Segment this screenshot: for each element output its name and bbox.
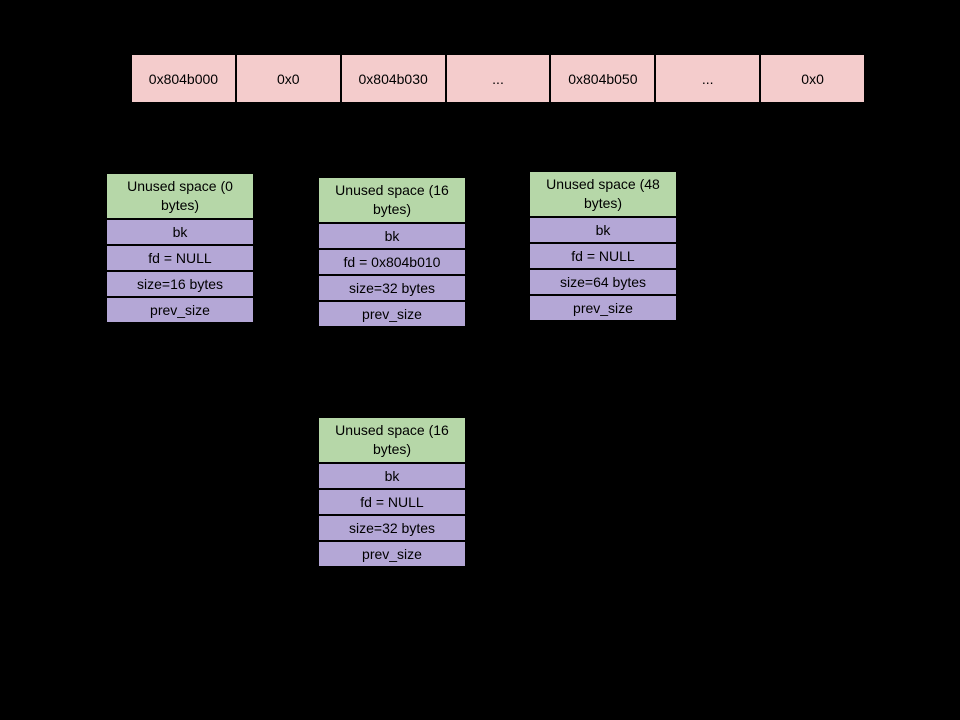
heap-pointer-cell: 0x0: [234, 53, 342, 104]
chunk-field-row: fd = NULL: [317, 488, 467, 516]
chunk-field-row: fd = 0x804b010: [317, 248, 467, 276]
chunk-field-row: size=32 bytes: [317, 274, 467, 302]
heap-pointer-cell: 0x0: [759, 53, 867, 104]
chunk-field-row: prev_size: [528, 294, 678, 322]
chunk-field-row: size=64 bytes: [528, 268, 678, 296]
chunk-unused-space-label: Unused space (48 bytes): [528, 170, 678, 218]
heap-pointer-cell: ...: [654, 53, 762, 104]
chunk-unused-space-label: Unused space (16 bytes): [317, 176, 467, 224]
chunk-field-row: fd = NULL: [528, 242, 678, 270]
chunk-field-row: bk: [105, 218, 255, 246]
chunk-field-row: bk: [317, 222, 467, 250]
chunk-unused-space-label: Unused space (0 bytes): [105, 172, 255, 220]
chunk-field-row: size=32 bytes: [317, 514, 467, 542]
heap-pointer-cell: 0x804b000: [130, 53, 237, 104]
chunk-field-row: prev_size: [105, 296, 255, 324]
heap-pointer-cell: 0x804b030: [339, 53, 447, 104]
chunk-field-row: bk: [528, 216, 678, 244]
chunk-unused-space-label: Unused space (16 bytes): [317, 416, 467, 464]
chunk-field-row: prev_size: [317, 540, 467, 568]
heap-pointer-cell: 0x804b050: [549, 53, 657, 104]
chunk-field-row: size=16 bytes: [105, 270, 255, 298]
chunk-field-row: prev_size: [317, 300, 467, 328]
chunk-field-row: bk: [317, 462, 467, 490]
heap-pointer-cell: ...: [444, 53, 552, 104]
chunk-field-row: fd = NULL: [105, 244, 255, 272]
